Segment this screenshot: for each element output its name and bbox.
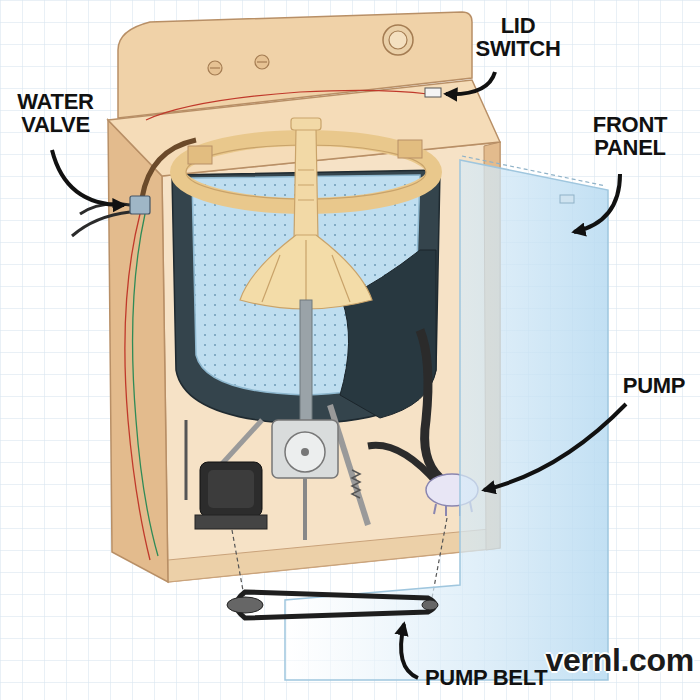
label-slot: FRONT PANEL: [578, 113, 682, 159]
suspension-spring: [352, 470, 360, 498]
cabinet-floor: [168, 528, 500, 582]
drain-hose: [420, 330, 440, 478]
red-wire: [146, 90, 428, 120]
lid-bumper: [398, 140, 422, 158]
motor-base: [195, 515, 267, 529]
lid-bumper: [188, 146, 212, 164]
red-wire: [125, 214, 150, 560]
green-wire: [133, 214, 158, 556]
leader-arrow: [574, 174, 620, 232]
agitator-post: [294, 128, 318, 240]
motor: [200, 462, 262, 517]
pump-pulley: [422, 600, 438, 610]
pulley-hub: [301, 448, 309, 456]
motor-face: [208, 470, 254, 508]
support-rod: [220, 420, 262, 466]
label-slot: WATER VALVE: [8, 90, 103, 136]
part-label: LID SWITCH: [468, 14, 568, 60]
knob-slot: [210, 67, 220, 68]
water-valve: [130, 196, 150, 214]
transmission-shaft: [303, 478, 307, 540]
panel-clip: [560, 195, 574, 203]
leader-arrow: [446, 72, 495, 94]
motor-pulley: [227, 597, 263, 613]
lid-switch: [425, 88, 441, 97]
drive-shaft: [300, 300, 312, 425]
front-panel: [285, 160, 608, 680]
supply-hose: [72, 212, 130, 236]
suspension-rod: [185, 420, 188, 500]
pump-hose: [368, 445, 438, 484]
panel-hidden-edge: [462, 156, 606, 186]
label-slot: LID SWITCH: [468, 14, 568, 60]
transmission-pulley: [285, 432, 325, 472]
console-knob: [208, 61, 222, 75]
part-label: PUMP: [615, 374, 693, 397]
part-label: PUMP BELT: [425, 666, 547, 689]
watermark: vernl.com: [546, 644, 694, 678]
fill-hose: [142, 140, 196, 198]
part-label: WATER VALVE: [8, 90, 103, 136]
part-label: FRONT PANEL: [578, 113, 682, 159]
knob-slot: [257, 61, 267, 62]
label-slot: vernl.com: [546, 644, 694, 678]
label-slot: PUMP: [615, 374, 693, 397]
pump-belt: [237, 592, 436, 618]
leader-arrow: [401, 624, 418, 678]
transmission: [272, 420, 338, 478]
timer-knob-center: [389, 31, 407, 49]
leader-arrow: [484, 404, 626, 490]
agitator-cap: [291, 118, 321, 130]
label-slot: PUMP BELT: [425, 666, 547, 689]
console-knob: [255, 55, 269, 69]
cabinet-side-panel: [108, 120, 168, 582]
agitator-grooves: [298, 170, 314, 200]
assembly-line: [232, 530, 244, 596]
timer-knob: [383, 25, 413, 55]
leader-arrow: [52, 150, 124, 205]
